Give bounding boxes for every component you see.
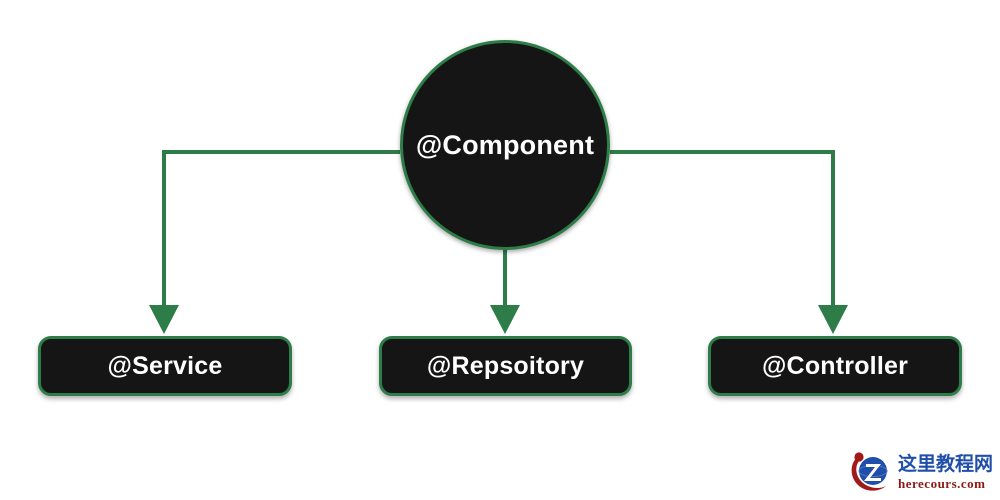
watermark-site-name: 这里教程网 — [898, 452, 994, 475]
node-repsoitory[interactable]: @Repsoitory — [379, 336, 632, 396]
connector-line-controller — [610, 150, 835, 318]
node-controller-label: @Controller — [761, 351, 909, 380]
watermark-text-group: 这里教程网 herecours.com — [898, 452, 994, 491]
node-component-label: @Component — [415, 129, 595, 160]
logo-swoosh-dot — [854, 452, 864, 462]
logo-letter-z — [864, 464, 881, 481]
connector-component-to-service — [149, 150, 400, 334]
connector-line-service — [162, 150, 400, 318]
node-service-label: @Service — [107, 351, 223, 380]
logo-swoosh — [851, 455, 886, 491]
arrowhead-repsoitory — [490, 305, 520, 334]
arrowhead-service — [149, 305, 179, 334]
z-circle-logo-icon — [848, 450, 894, 494]
watermark-domain: herecours.com — [898, 475, 986, 491]
node-service[interactable]: @Service — [38, 336, 292, 396]
node-repsoitory-label: @Repsoitory — [426, 351, 585, 380]
node-controller[interactable]: @Controller — [708, 336, 962, 396]
arrowhead-controller — [818, 305, 848, 334]
connector-component-to-controller — [610, 150, 848, 334]
watermark: 这里教程网 herecours.com — [848, 449, 994, 495]
connector-component-to-repsoitory — [490, 248, 520, 334]
node-component[interactable]: @Component — [400, 40, 610, 250]
